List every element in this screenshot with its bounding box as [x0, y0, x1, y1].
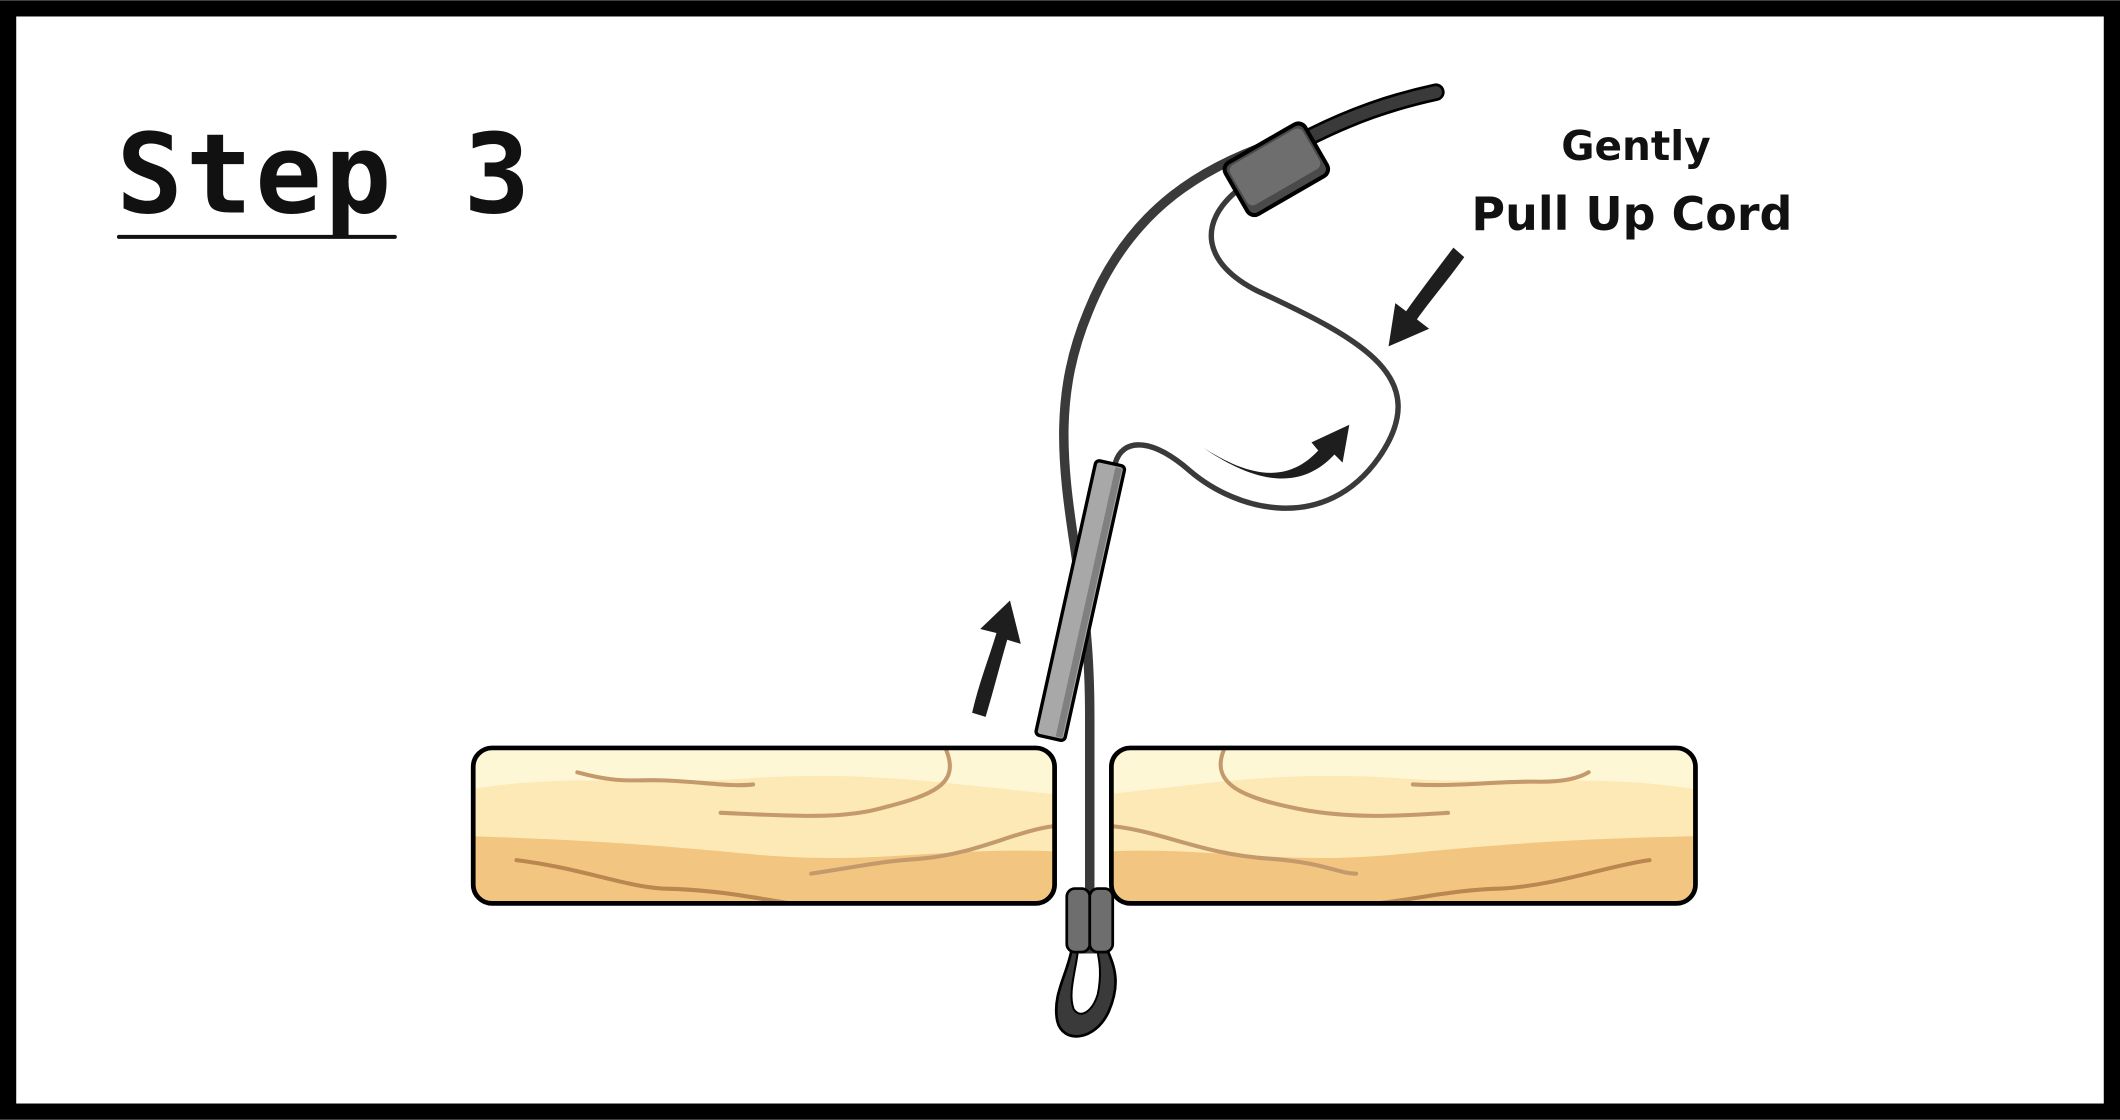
right-blind-slat: [1109, 745, 1698, 906]
up-arrow-icon: [972, 600, 1021, 717]
instruction-line-1: Gently: [1561, 122, 1710, 170]
cord-end-loop: [1054, 887, 1117, 1038]
step-title: Step 3: [116, 111, 533, 240]
curved-arrow-icon: [1203, 424, 1350, 479]
cord-lock-clip: [1222, 121, 1331, 218]
instruction-line-2: Pull Up Cord: [1471, 187, 1792, 241]
arrows: [972, 247, 1465, 717]
cord-aglet-tube: [1034, 459, 1127, 742]
left-blind-slat: [470, 745, 1057, 906]
down-left-arrow-icon: [1388, 247, 1465, 347]
